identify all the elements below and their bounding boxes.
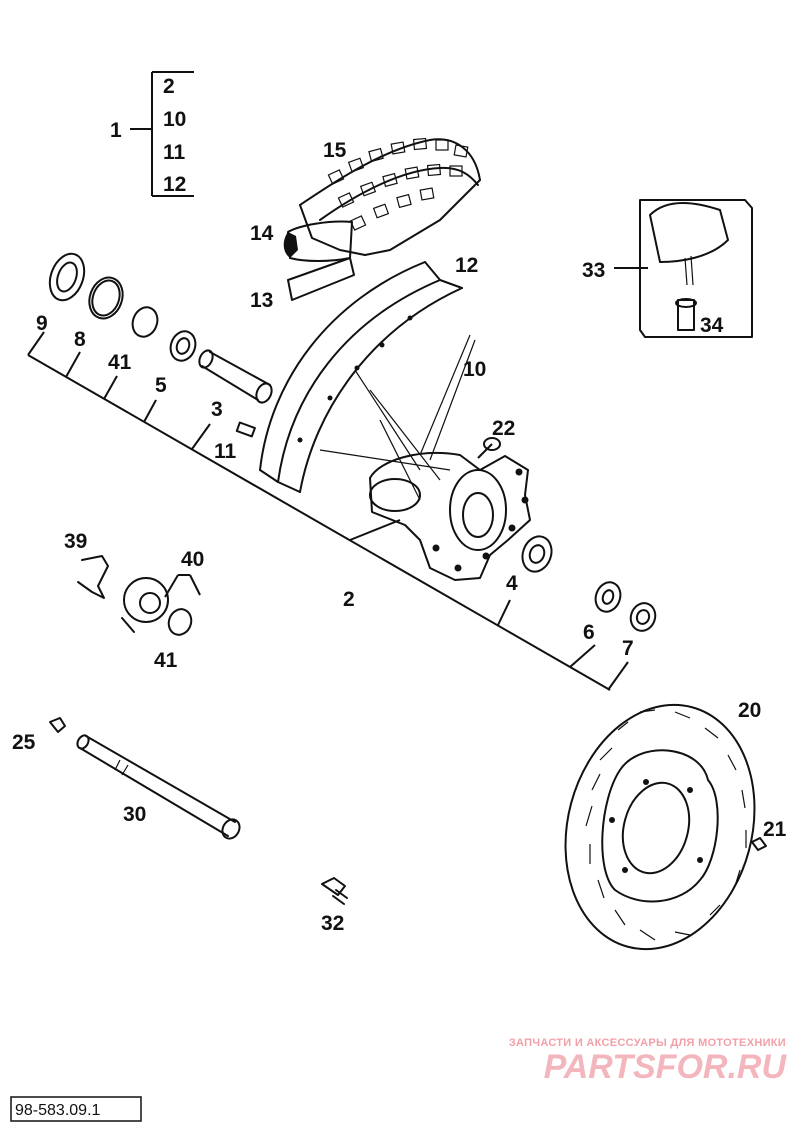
- rim-drawing: [259, 261, 463, 493]
- callout-30: 30: [123, 803, 146, 826]
- callout-21: 21: [763, 818, 787, 841]
- callout-33: 33: [582, 259, 605, 282]
- circlip-41-drawing: [131, 306, 159, 338]
- callout-group-2: 2: [163, 75, 175, 98]
- callout-41-lower: 41: [154, 649, 178, 672]
- callout-39: 39: [64, 530, 87, 553]
- inner-tube-drawing: [283, 220, 355, 301]
- tyre-drawing: [299, 137, 481, 256]
- valve-inset-box: [614, 199, 753, 338]
- drawing-code: 98-583.09.1: [15, 1102, 101, 1119]
- drawing-code-box: [10, 1096, 142, 1122]
- callout-8: 8: [74, 328, 86, 351]
- callout-25: 25: [12, 731, 36, 754]
- callout-1: 1: [110, 119, 122, 142]
- callout-5: 5: [155, 374, 167, 397]
- callout-2: 2: [343, 588, 355, 611]
- callout-7: 7: [622, 637, 634, 660]
- seal-9-drawing: [48, 252, 86, 302]
- callout-34: 34: [700, 314, 724, 337]
- spacer-6-drawing: [594, 581, 622, 613]
- callout-22: 22: [492, 417, 515, 440]
- bolt-32-drawing: [321, 877, 348, 905]
- group-bracket-1: [130, 71, 194, 197]
- callout-32: 32: [321, 912, 344, 935]
- callout-20: 20: [738, 699, 761, 722]
- seal-7-drawing: [629, 602, 657, 632]
- callout-6: 6: [583, 621, 595, 644]
- nipple-11-drawing: [235, 421, 256, 438]
- callout-9: 9: [36, 312, 48, 335]
- callout-13: 13: [250, 289, 273, 312]
- bolt-21-drawing: [751, 837, 767, 851]
- ring-8-drawing: [88, 276, 124, 320]
- watermark-tagline: ЗАПЧАСТИ И АКСЕССУАРЫ ДЛЯ МОТОТЕХНИКИ: [509, 1037, 786, 1049]
- hub-drawing: [369, 451, 531, 581]
- callout-group-10: 10: [163, 108, 186, 131]
- callout-12: 12: [455, 254, 478, 277]
- callout-group-11: 11: [163, 141, 186, 164]
- spacer-3-drawing: [198, 349, 273, 404]
- callout-10: 10: [463, 358, 486, 381]
- nut-25-drawing: [49, 717, 66, 733]
- callout-11: 11: [214, 440, 237, 463]
- spokes-drawing: [319, 334, 476, 501]
- callout-4: 4: [506, 572, 518, 595]
- bearing-5-drawing: [169, 330, 197, 362]
- callout-group-12: 12: [163, 173, 186, 196]
- watermark-logo: PARTSFOR.RU: [544, 1048, 788, 1086]
- axle-30-drawing: [76, 734, 241, 840]
- bearing-4-drawing: [521, 535, 553, 573]
- callout-41-upper: 41: [108, 351, 132, 374]
- assembly-axis-line: [27, 331, 629, 691]
- speedo-drive-drawing: [77, 555, 201, 636]
- brake-disc-20-drawing: [564, 703, 756, 951]
- callout-15: 15: [323, 139, 347, 162]
- callout-40: 40: [181, 548, 204, 571]
- callout-14: 14: [250, 222, 274, 245]
- callout-3: 3: [211, 398, 223, 421]
- nut-22-drawing: [483, 437, 501, 451]
